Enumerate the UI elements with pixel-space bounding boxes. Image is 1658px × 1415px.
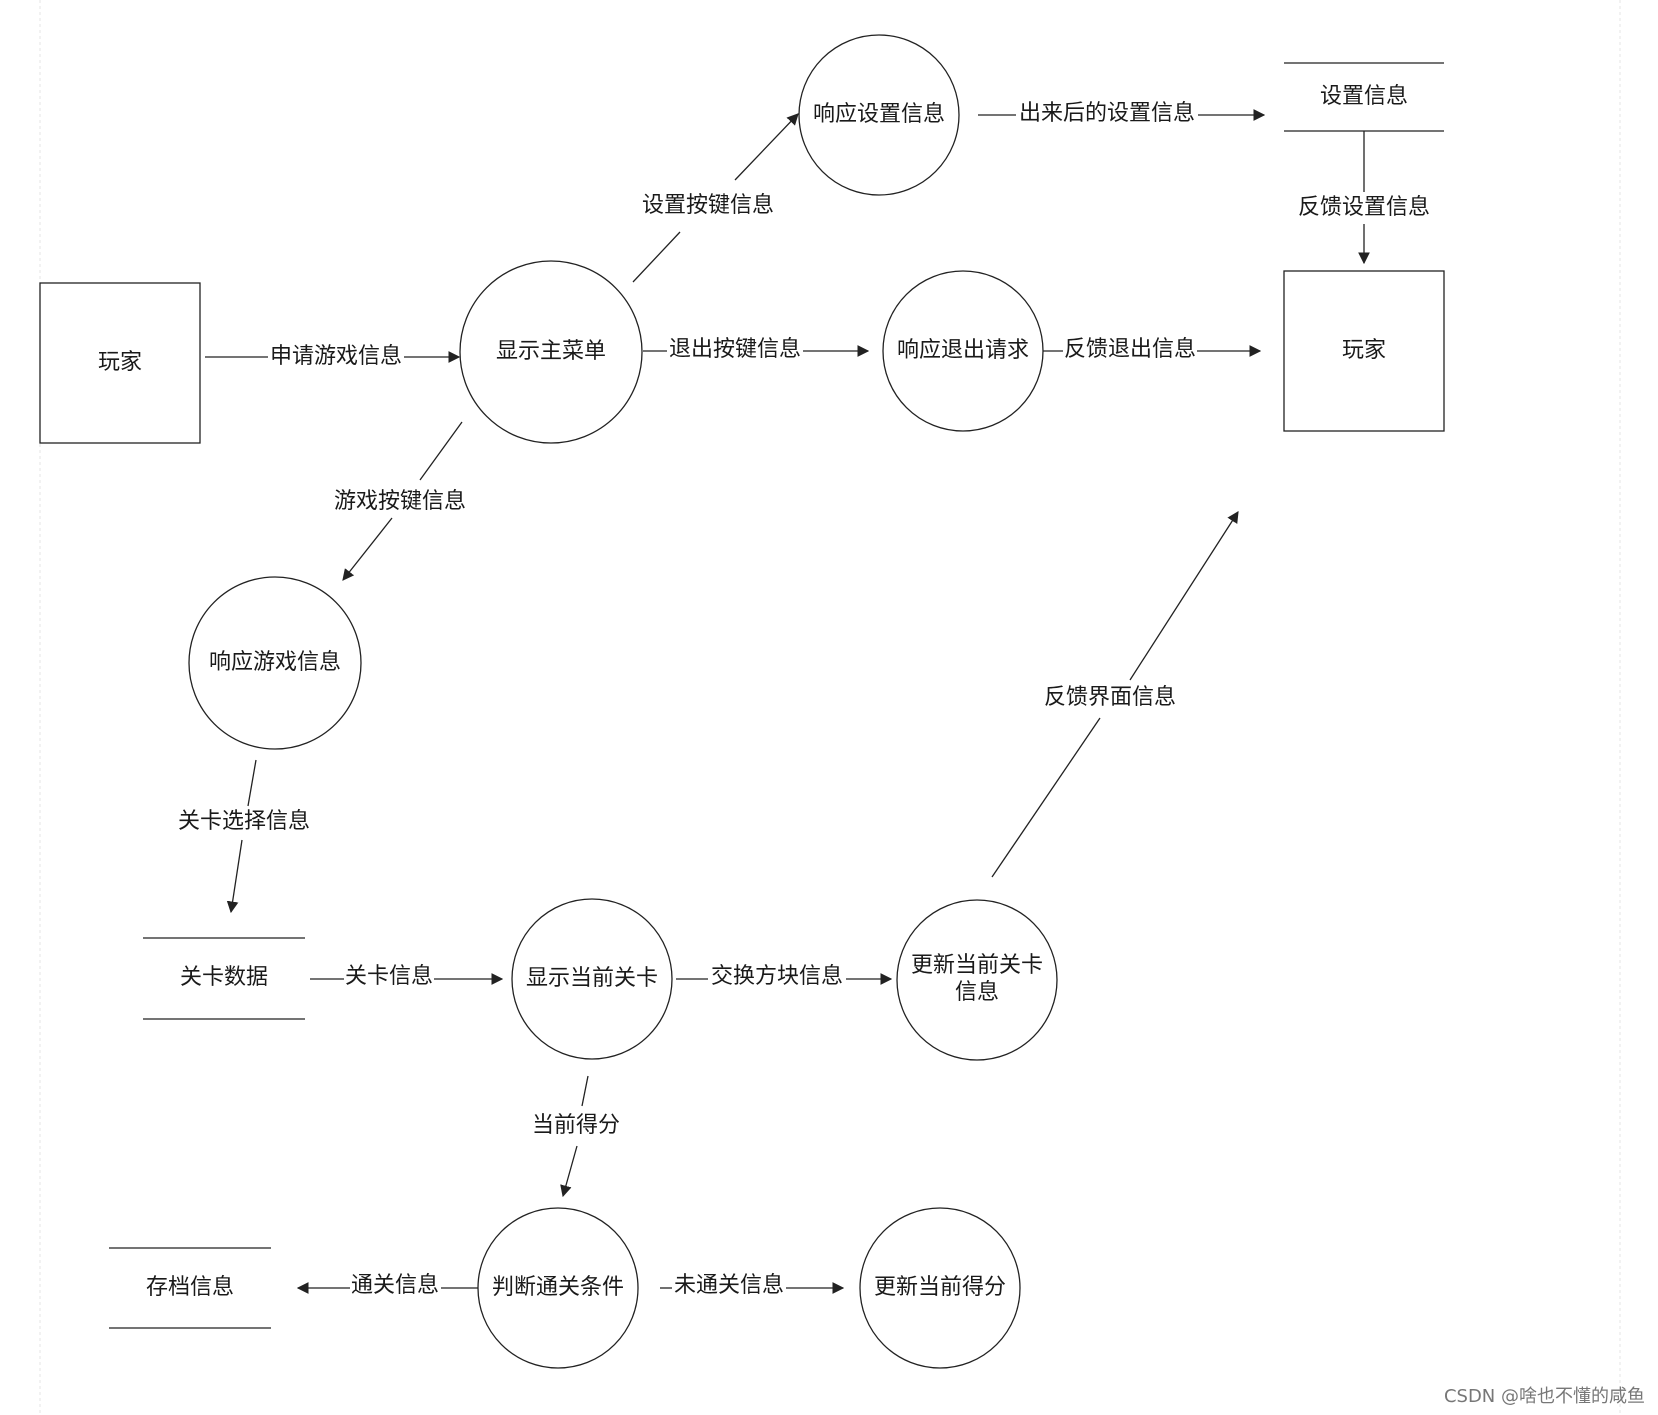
process-update-level[interactable] bbox=[896, 899, 1058, 1061]
process-respond-game[interactable] bbox=[188, 576, 362, 750]
flow-request-game-label: 申请游戏信息 bbox=[270, 344, 402, 369]
flow-level-select-label: 关卡选择信息 bbox=[178, 809, 310, 834]
process-update-score-label: 更新当前得分 bbox=[874, 1275, 1006, 1300]
flow-level-select-lower bbox=[226, 839, 243, 914]
store-settings-label: 设置信息 bbox=[1320, 84, 1408, 109]
process-update-score[interactable] bbox=[859, 1207, 1021, 1369]
flow-current-score-upper bbox=[581, 1075, 589, 1107]
process-respond-exit-label: 响应退出请求 bbox=[897, 338, 1029, 363]
flow-settings-out-label: 出来后的设置信息 bbox=[1019, 101, 1195, 126]
flow-settings-key-lower bbox=[632, 231, 681, 283]
flow-feedback-ui-lower bbox=[991, 717, 1101, 878]
process-show-level-label: 显示当前关卡 bbox=[526, 966, 658, 991]
entity-player-destination[interactable] bbox=[1283, 270, 1445, 432]
flow-not-pass-label: 未通关信息 bbox=[674, 1273, 784, 1298]
store-level-data-label: 关卡数据 bbox=[180, 965, 268, 990]
flow-pass-info-label: 通关信息 bbox=[351, 1273, 439, 1298]
process-judge-pass-label: 判断通关条件 bbox=[492, 1275, 624, 1300]
flow-game-key-upper bbox=[419, 421, 463, 481]
flow-settings-key-label: 设置按键信息 bbox=[642, 193, 774, 218]
flow-exit-key-label: 退出按键信息 bbox=[669, 337, 801, 362]
flow-feedback-ui-label: 反馈界面信息 bbox=[1044, 685, 1176, 710]
flow-swap-block-label: 交换方块信息 bbox=[711, 964, 843, 989]
flow-feedback-exit-label: 反馈退出信息 bbox=[1064, 337, 1196, 362]
process-show-menu-label: 显示主菜单 bbox=[496, 339, 606, 364]
entity-player-source[interactable] bbox=[39, 282, 201, 444]
flow-feedback-ui-upper bbox=[1129, 511, 1239, 681]
process-respond-settings-label: 响应设置信息 bbox=[813, 102, 945, 127]
entity-player-destination-label: 玩家 bbox=[1342, 338, 1386, 363]
store-save-info-label: 存档信息 bbox=[146, 1275, 234, 1300]
process-respond-game-label: 响应游戏信息 bbox=[209, 650, 341, 675]
process-update-level-label-line1: 更新当前关卡 bbox=[911, 953, 1043, 978]
flow-game-key-lower bbox=[342, 517, 393, 581]
flow-current-score-label: 当前得分 bbox=[532, 1113, 620, 1138]
flow-settings-key-upper bbox=[734, 113, 799, 181]
process-respond-settings[interactable] bbox=[798, 34, 960, 196]
flow-game-key-label: 游戏按键信息 bbox=[334, 489, 466, 514]
csdn-watermark: CSDN @啥也不懂的咸鱼 bbox=[1444, 1386, 1645, 1407]
entity-player-source-label: 玩家 bbox=[98, 350, 142, 375]
flow-level-info-label: 关卡信息 bbox=[345, 964, 433, 989]
process-update-level-label-line2: 信息 bbox=[955, 980, 999, 1005]
flow-feedback-settings-label: 反馈设置信息 bbox=[1298, 195, 1430, 220]
flow-current-score-lower bbox=[560, 1145, 578, 1198]
process-show-level[interactable] bbox=[511, 898, 673, 1060]
flow-level-select-upper bbox=[247, 759, 257, 807]
